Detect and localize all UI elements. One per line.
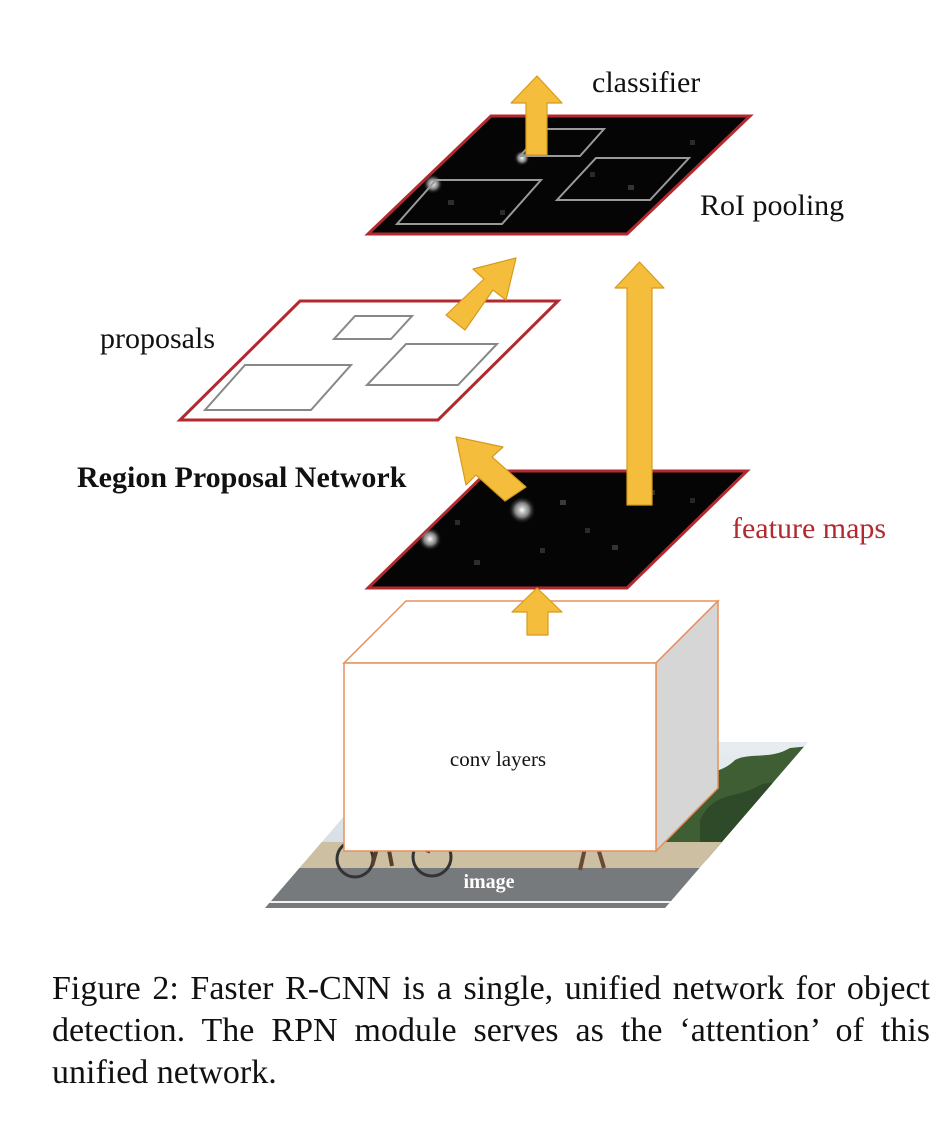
- feature-maps-plane: [364, 469, 751, 590]
- roi-box: [554, 157, 692, 201]
- conv-layers-label: conv layers: [450, 747, 546, 771]
- cube-front-face: [343, 662, 657, 852]
- figure-caption: Figure 2: Faster R-CNN is a single, unif…: [52, 970, 930, 1091]
- feature-maps-label: feature maps: [732, 512, 886, 545]
- proposal-box: [331, 315, 415, 340]
- roi-box: [394, 179, 544, 225]
- roi-pooling-label: RoI pooling: [700, 189, 844, 222]
- diagonal-arrow: [455, 436, 527, 502]
- up-arrow: [510, 75, 563, 156]
- diagonal-arrow: [445, 257, 517, 331]
- proposals-plane: [176, 299, 562, 422]
- classifier-label: classifier: [592, 66, 700, 99]
- arrows: [445, 75, 665, 636]
- up-arrow: [511, 587, 563, 636]
- proposal-box: [202, 364, 354, 411]
- rpn-label: Region Proposal Network: [77, 461, 407, 494]
- image-label: image: [463, 871, 514, 893]
- up-arrow: [614, 261, 665, 506]
- proposal-box: [364, 343, 500, 386]
- roi-pooling-plane: [364, 114, 754, 236]
- conv-layers-block: [342, 599, 720, 853]
- proposals-label: proposals: [100, 322, 215, 355]
- faster-rcnn-diagram: image conv layers feature maps proposals: [77, 66, 886, 908]
